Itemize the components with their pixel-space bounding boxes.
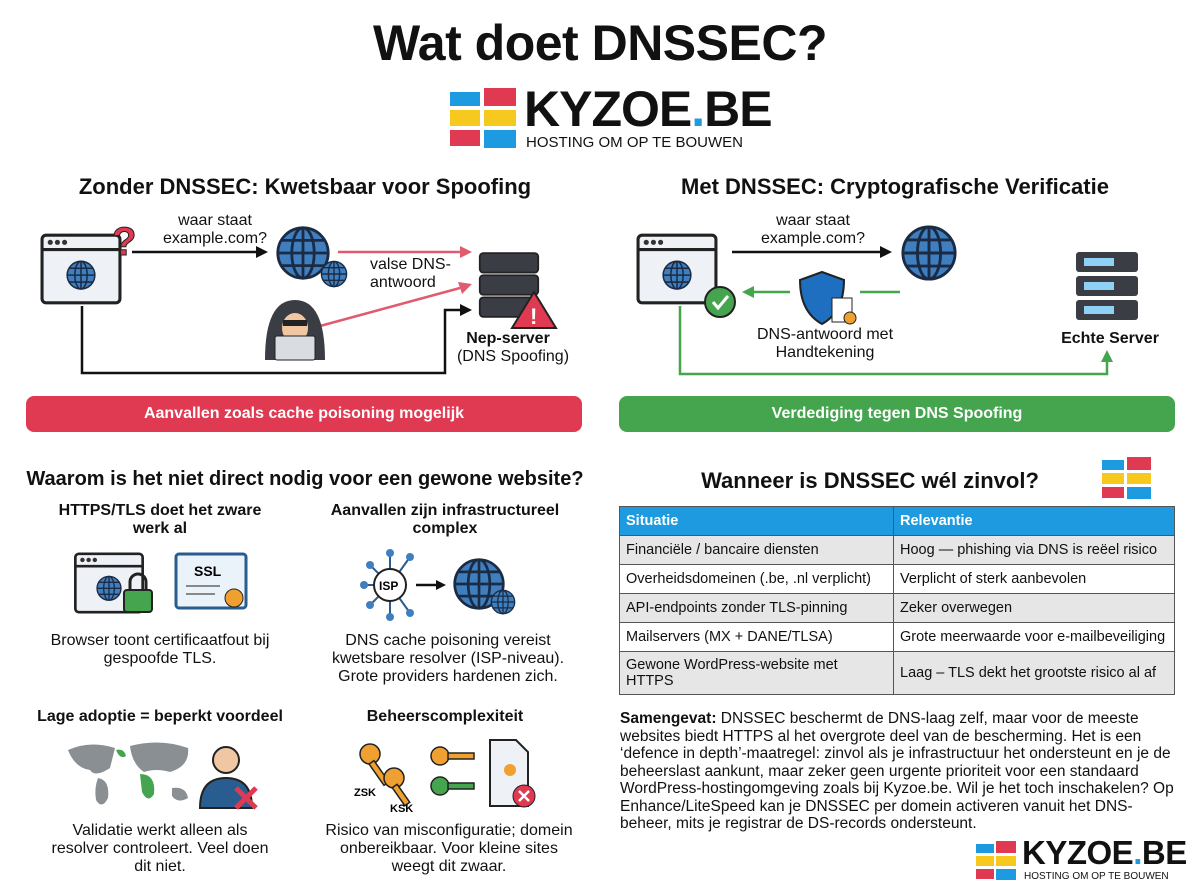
cell-relevance: Laag – TLS dekt het grootste risico al a… — [893, 651, 1175, 695]
key-icon — [359, 743, 475, 807]
table-row: Overheidsdomeinen (.be, .nl verplicht)Ve… — [619, 564, 1175, 594]
cell-situation: Financiële / bancaire diensten — [619, 535, 894, 565]
padlock-icon — [123, 572, 153, 613]
why-title-https: HTTPS/TLS doet het zware werk al — [58, 502, 262, 537]
query-label: waar staat example.com? — [162, 212, 268, 247]
logo-tagline: HOSTING OM OP TE BOUWEN — [526, 134, 743, 151]
logo-dot: . — [1133, 834, 1142, 871]
table-row: Mailservers (MX + DANE/TLSA)Grote meerwa… — [619, 622, 1175, 652]
svg-text:KSK: KSK — [390, 803, 413, 815]
summary-text: DNSSEC beschermt de DNS-laag zelf, maar … — [620, 710, 1174, 832]
check-icon — [704, 286, 736, 318]
cell-situation: Overheidsdomeinen (.be, .nl verplicht) — [619, 564, 894, 594]
logo-name: KYZOE — [1022, 834, 1134, 871]
left-heading: Zonder DNSSEC: Kwetsbaar voor Spoofing — [78, 174, 532, 199]
cell-relevance: Grote meerwaarde voor e-mailbeveiliging — [893, 622, 1175, 652]
cell-situation: API-endpoints zonder TLS-pinning — [619, 593, 894, 623]
cell-relevance: Verplicht of sterk aanbevolen — [893, 564, 1175, 594]
why-text-infra: DNS cache poisoning vereist kwetsbare re… — [331, 632, 565, 685]
browser-icon — [42, 235, 120, 303]
document-error-icon — [489, 739, 536, 808]
relevance-table: Situatie Relevantie Financiële / bancair… — [619, 506, 1175, 695]
hacker-icon — [265, 300, 325, 361]
fake-server-sublabel: (DNS Spoofing) — [456, 348, 570, 365]
why-title-infra: Aanvallen zijn infrastructureel complex — [330, 502, 560, 537]
warning-icon: ! — [510, 290, 558, 329]
isp-illustration: ISP — [360, 549, 516, 621]
summary-paragraph: Samengevat: DNSSEC beschermt de DNS-laag… — [620, 710, 1180, 833]
cell-relevance: Hoog — phishing via DNS is reëel risico — [893, 535, 1175, 565]
user-icon — [198, 746, 258, 810]
query-label: waar staat example.com? — [760, 212, 866, 247]
svg-text:SSL: SSL — [194, 563, 222, 579]
spoofing-diagram: ? ! — [20, 220, 558, 375]
why-text-management: Risico van misconfiguratie; domein onber… — [325, 822, 573, 875]
logo-mark-icon — [976, 841, 1016, 880]
cell-situation: Gewone WordPress-website met HTTPS — [619, 651, 894, 695]
certificate-icon: SSL — [174, 552, 248, 610]
column-header: Situatie — [619, 506, 894, 536]
cell-relevance: Zeker overwegen — [893, 593, 1175, 623]
signed-answer-label: DNS-antwoord met Handtekening — [756, 326, 894, 361]
brand-logo-footer: KYZOE.BE HOSTING OM OP TE BOUWEN — [974, 834, 1187, 888]
left-banner: Aanvallen zoals cache poisoning mogelijk — [26, 396, 582, 432]
shield-icon — [798, 270, 857, 326]
svg-text:?: ? — [112, 220, 136, 264]
world-map-icon — [68, 742, 189, 805]
keys-illustration: ZSK KSK — [354, 739, 536, 815]
https-illustration: SSL — [70, 548, 248, 618]
real-server-label: Echte Server — [1061, 330, 1159, 347]
why-text-adoption: Validatie werkt alleen als resolver cont… — [51, 822, 269, 875]
logo-mark-icon — [450, 88, 516, 148]
globe-icon — [276, 226, 330, 280]
right-heading: Met DNSSEC: Cryptografische Verificatie — [681, 174, 1109, 199]
adoption-illustration — [68, 742, 258, 810]
fake-answer-label: valse DNS-antwoord — [370, 256, 451, 291]
svg-text:!: ! — [530, 304, 537, 329]
svg-text:ISP: ISP — [379, 579, 398, 593]
why-title-adoption: Lage adoptie = beperkt voordeel — [37, 708, 283, 725]
logo-dot: . — [691, 81, 705, 137]
when-heading: Wanneer is DNSSEC wél zinvol? — [701, 468, 1039, 493]
server-icon — [1076, 252, 1138, 320]
dnssec-diagram — [610, 225, 1138, 376]
page-title: Wat doet DNSSEC? — [372, 15, 828, 71]
cell-situation: Mailservers (MX + DANE/TLSA) — [619, 622, 894, 652]
svg-text:ZSK: ZSK — [354, 787, 376, 799]
logo-tagline: HOSTING OM OP TE BOUWEN — [1024, 871, 1169, 882]
column-header: Relevantie — [893, 506, 1175, 536]
logo-tld: BE — [1141, 834, 1187, 871]
why-title-management: Beheerscomplexiteit — [366, 708, 524, 725]
why-text-https: Browser toont certificaatfout bij gespoo… — [50, 632, 270, 667]
why-heading: Waarom is het niet direct nodig voor een… — [26, 468, 584, 490]
fake-server-label: Nep-server — [466, 330, 550, 347]
logo-name: KYZOE — [524, 81, 692, 137]
logo-tld: BE — [704, 81, 772, 137]
globe-icon — [901, 225, 957, 281]
right-banner: Verdediging tegen DNS Spoofing — [619, 396, 1175, 432]
brand-logo: KYZOE.BE HOSTING OM OP TE BOUWEN — [448, 81, 773, 152]
summary-label: Samengevat: — [620, 710, 717, 727]
logo-mark-icon — [1102, 457, 1151, 499]
browser-icon — [638, 235, 716, 303]
